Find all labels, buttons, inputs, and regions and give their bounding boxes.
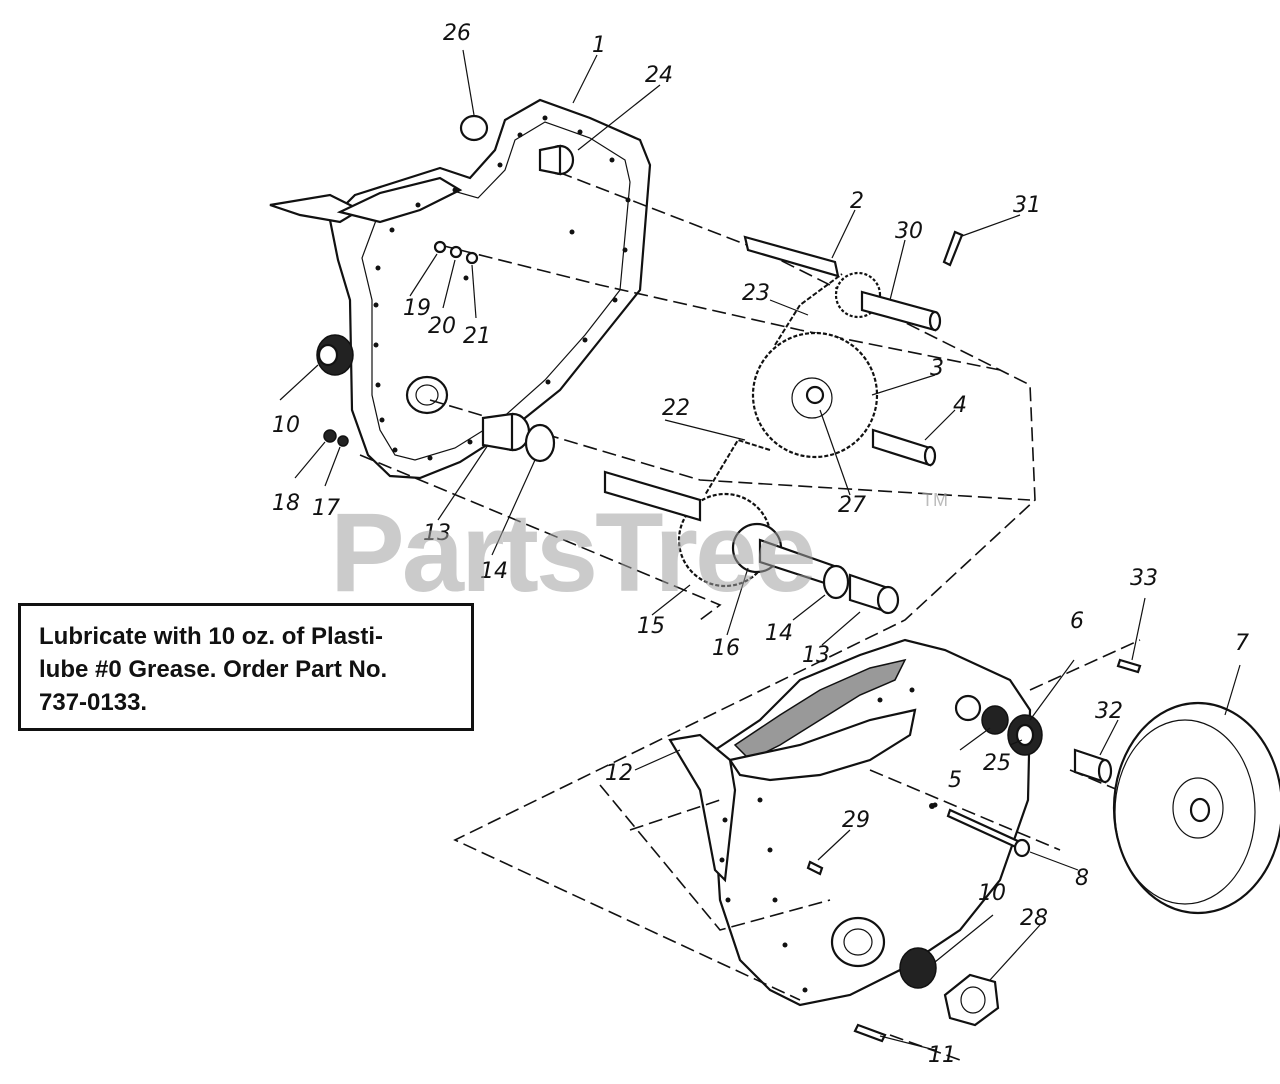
note-line-2: lube #0 Grease. Order Part No. (39, 656, 388, 683)
callout-4: 4 (953, 393, 967, 418)
callout-24: 24 (645, 63, 673, 88)
callout-3: 3 (930, 356, 944, 381)
part-callouts: 26 1 24 2 30 31 23 19 20 21 3 4 10 22 18… (272, 21, 1249, 1068)
callout-22: 22 (662, 396, 690, 421)
callout-14-left: 14 (480, 559, 508, 584)
watermark-trademark: TM (922, 490, 948, 510)
leader-lines (279, 49, 1241, 1051)
callout-7: 7 (1235, 631, 1249, 656)
callout-31: 31 (1013, 193, 1041, 218)
callout-26: 26 (443, 21, 471, 46)
callout-13-right: 13 (802, 643, 830, 668)
note-line-3: 737-0133. (39, 689, 148, 716)
outer-hardware (806, 658, 1280, 1043)
callout-2: 2 (850, 189, 864, 214)
drive-components (316, 114, 964, 615)
callout-13-left: 13 (423, 521, 451, 546)
partstree-watermark: PartsTree (330, 490, 817, 615)
right-chain-case-housing (668, 638, 1032, 1007)
callout-5: 5 (948, 768, 962, 793)
callout-19: 19 (403, 296, 431, 321)
callout-27: 27 (838, 493, 866, 518)
callout-23: 23 (742, 281, 770, 306)
left-chain-case-housing (269, 98, 652, 480)
callout-29: 29 (842, 808, 870, 833)
callout-11: 11 (928, 1043, 956, 1068)
callout-17: 17 (312, 496, 340, 521)
callout-8: 8 (1075, 866, 1089, 891)
callout-32: 32 (1095, 699, 1123, 724)
callout-1: 1 (592, 33, 606, 58)
callout-28: 28 (1020, 906, 1048, 931)
callout-30: 30 (895, 219, 923, 244)
callout-6: 6 (1070, 609, 1084, 634)
callout-10-left: 10 (272, 413, 300, 438)
lubrication-note: Lubricate with 10 oz. of Plasti- lube #0… (18, 603, 474, 731)
callout-12: 12 (605, 761, 633, 786)
callout-15: 15 (637, 614, 665, 639)
callout-25: 25 (983, 751, 1011, 776)
callout-20: 20 (428, 314, 456, 339)
callout-21: 21 (463, 324, 491, 349)
callout-10-right: 10 (978, 881, 1006, 906)
callout-33: 33 (1130, 566, 1158, 591)
callout-18: 18 (272, 491, 300, 516)
callout-14-right: 14 (765, 621, 793, 646)
note-line-1: Lubricate with 10 oz. of Plasti- (39, 623, 384, 650)
callout-16: 16 (712, 636, 740, 661)
